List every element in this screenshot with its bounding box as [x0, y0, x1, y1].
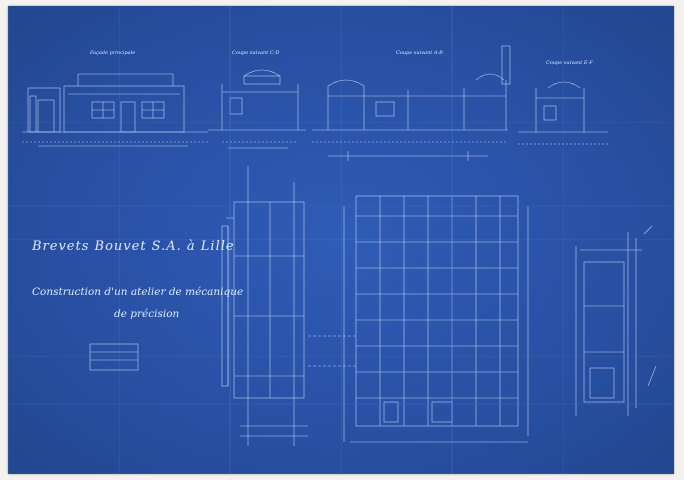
title-stamp	[89, 343, 139, 371]
plan-right	[575, 225, 657, 416]
section-cd-label: Coupe suivant C-D	[232, 50, 280, 56]
section-ab-label: Coupe suivant A-B	[396, 50, 443, 56]
section-ef-label: Coupe suivant E-F	[546, 60, 593, 66]
section-cd	[208, 69, 306, 149]
plan-main	[308, 195, 529, 443]
subject-line-2: de précision	[114, 308, 180, 320]
facade-label: Façade principale	[90, 50, 136, 56]
plan-left	[221, 166, 308, 446]
section-ab	[312, 45, 511, 161]
blueprint-sheet: Façade principale Coupe suivant C-D Coup…	[8, 6, 674, 474]
technical-drawing	[8, 6, 674, 474]
section-ef	[518, 81, 608, 145]
facade-elevation	[22, 73, 208, 147]
company-title: Brevets Bouvet S.A. à Lille	[32, 239, 235, 254]
subject-line-1: Construction d'un atelier de mécanique	[32, 286, 244, 298]
